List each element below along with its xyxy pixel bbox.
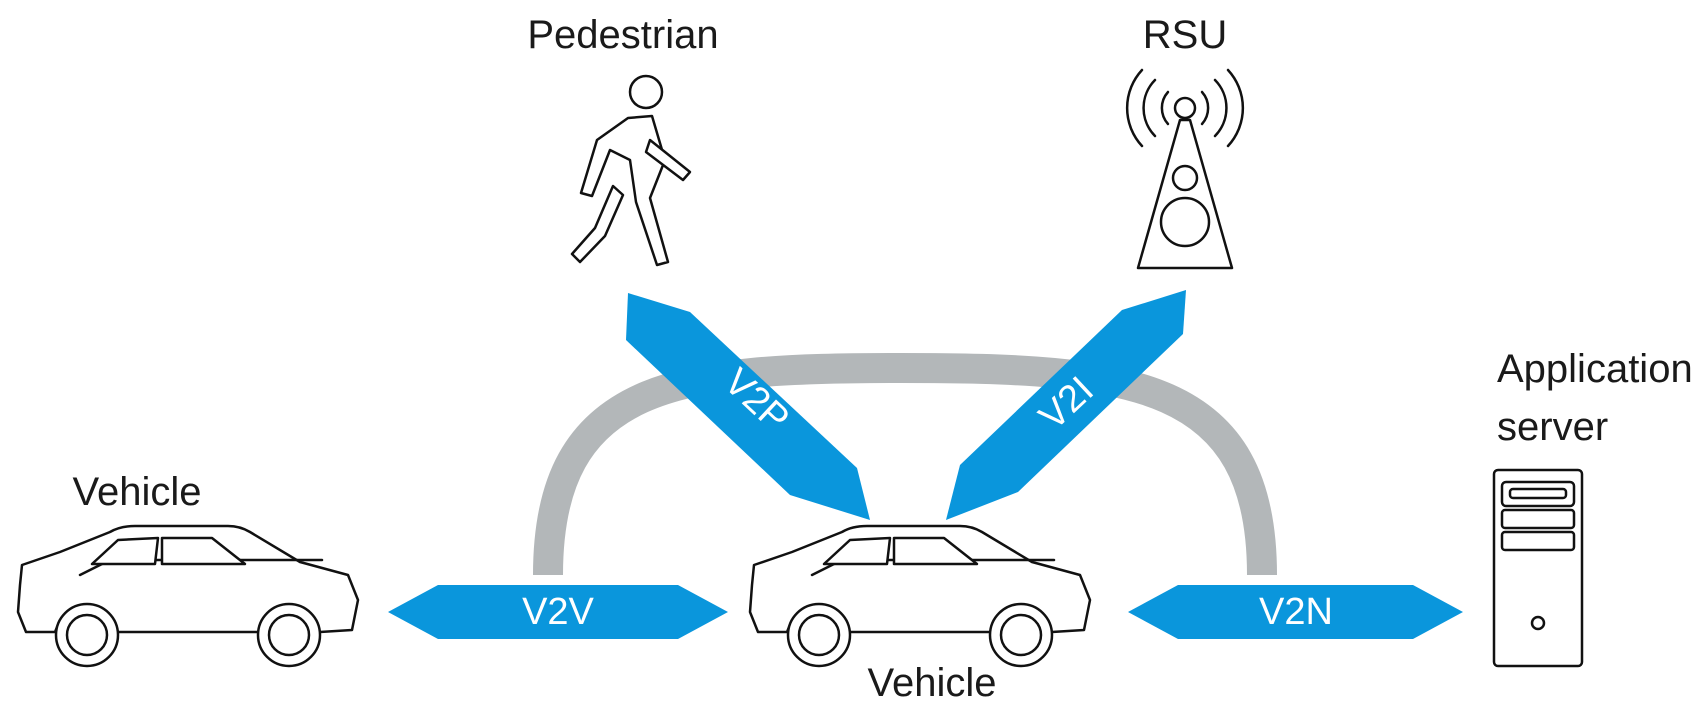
app-server-label-line2: server bbox=[1497, 405, 1608, 449]
v2n-arrow: V2N bbox=[1128, 585, 1463, 639]
rsu-tower-icon bbox=[1125, 68, 1245, 270]
pedestrian-label: Pedestrian bbox=[527, 13, 718, 57]
vehicle-left-label: Vehicle bbox=[73, 470, 202, 514]
v2v-label: V2V bbox=[522, 591, 594, 633]
network-arc bbox=[533, 352, 1277, 576]
v2p-arrow: V2P bbox=[626, 293, 870, 520]
car-icon-center bbox=[748, 524, 1092, 668]
vehicle-center-label: Vehicle bbox=[868, 661, 997, 705]
server-icon bbox=[1492, 468, 1584, 668]
v2v-arrow: V2V bbox=[388, 585, 728, 639]
car-icon-left bbox=[16, 524, 360, 668]
v2n-label: V2N bbox=[1259, 591, 1333, 633]
pedestrian-icon bbox=[570, 74, 692, 267]
rsu-label: RSU bbox=[1143, 13, 1227, 57]
app-server-label-line1: Application bbox=[1497, 347, 1693, 391]
